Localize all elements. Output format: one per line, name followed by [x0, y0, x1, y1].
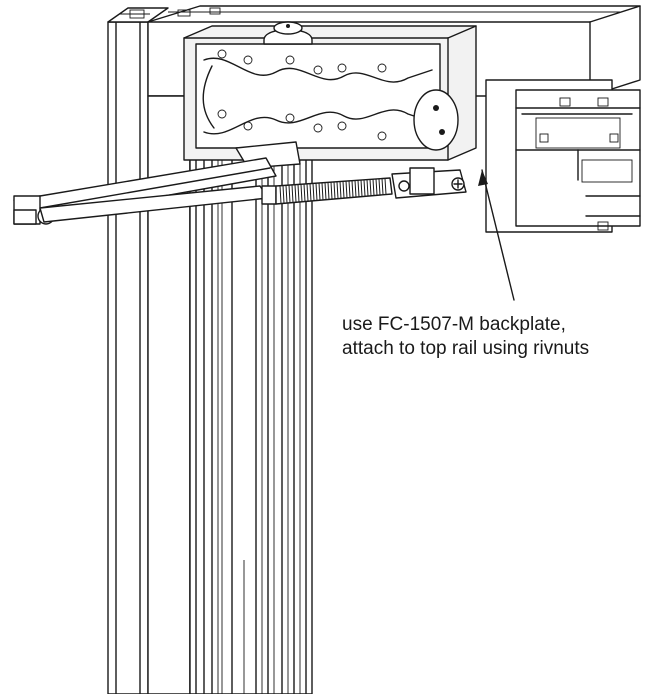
closer-body [195, 43, 459, 151]
callout-text-line1: use FC-1507-M backplate, [342, 314, 566, 335]
mounting-holes [217, 49, 387, 141]
parallel-arm-bracket [391, 167, 467, 199]
callout-leader [478, 169, 515, 301]
top-rail-profile [485, 79, 641, 233]
pivot-cap [263, 21, 313, 45]
callout-text-line2: attach to top rail using rivnuts [342, 338, 590, 359]
forearm-spring-rod [261, 177, 393, 205]
closer-main-arm [13, 141, 301, 225]
